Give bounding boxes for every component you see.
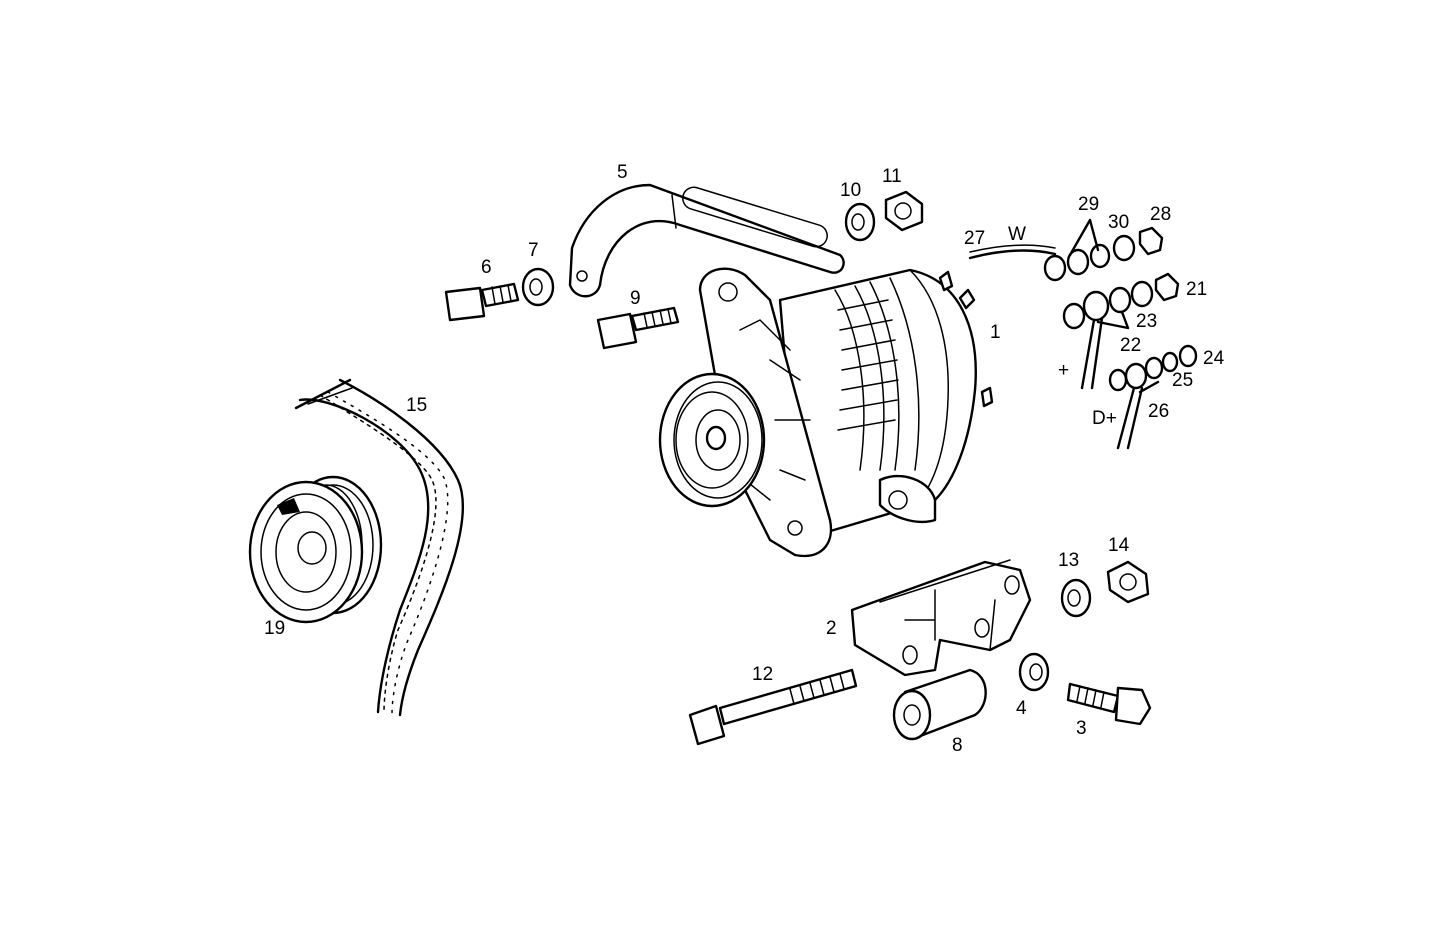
label-part-26: 26 [1148,401,1169,422]
wire-w-terminal [968,218,1164,282]
label-part-15: 15 [406,395,427,416]
label-part-13: 13 [1058,550,1079,571]
label-part-29: 29 [1078,194,1099,215]
label-wire-w: W [1008,224,1026,245]
label-part-2: 2 [826,618,837,639]
bolt-3 [1066,682,1152,726]
label-part-3: 3 [1076,718,1087,739]
washer-4 [1018,652,1050,692]
bolt-6 [444,282,520,322]
washer-10 [844,202,876,242]
adjusting-bracket [568,183,845,298]
alternator [658,267,994,558]
label-part-8: 8 [952,735,963,756]
label-part-4: 4 [1016,698,1027,719]
label-wire-plus: + [1058,360,1069,381]
label-part-14: 14 [1108,535,1130,556]
long-bolt-12 [688,668,858,746]
label-part-12: 12 [752,664,773,685]
wire-plus-terminal [1062,272,1180,390]
label-part-5: 5 [617,162,628,183]
nut-14 [1106,560,1150,604]
label-part-7: 7 [528,240,539,261]
label-part-30: 30 [1108,212,1129,233]
washer-13 [1060,578,1092,618]
label-wire-d-plus: D+ [1092,408,1117,429]
bolt-9 [596,306,680,350]
nut-11 [884,190,924,232]
spacer-sleeve [892,668,987,741]
label-part-1: 1 [990,322,1001,343]
washer-7 [521,267,555,307]
label-part-24: 24 [1203,348,1225,369]
drive-belt [294,378,465,717]
mounting-bracket [850,559,1032,677]
label-part-6: 6 [481,257,492,278]
label-part-10: 10 [840,180,861,201]
label-part-11: 11 [882,166,902,187]
label-part-28: 28 [1150,204,1171,225]
label-part-9: 9 [630,288,641,309]
label-part-22: 22 [1120,335,1141,356]
label-part-21: 21 [1186,279,1207,300]
label-part-23: 23 [1136,311,1157,332]
label-part-25: 25 [1172,370,1193,391]
crankshaft-pulley [248,475,383,624]
wire-d-plus-terminal [1108,344,1198,450]
label-part-19: 19 [264,618,285,639]
label-part-27: 27 [964,228,985,249]
